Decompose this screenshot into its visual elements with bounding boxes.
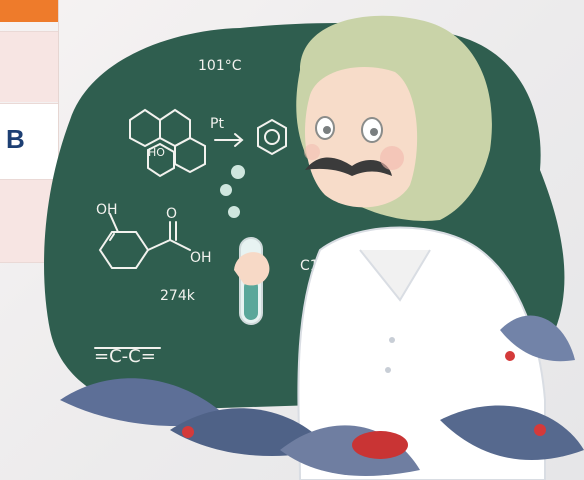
label-oh-right: OH bbox=[190, 250, 212, 266]
foreground-leaves bbox=[60, 315, 584, 476]
label-pt: Pt bbox=[210, 116, 224, 132]
label-o: O bbox=[166, 206, 177, 222]
label-ho: HO bbox=[148, 146, 165, 159]
table-header-cell bbox=[0, 0, 58, 22]
formula-temp: 101°C bbox=[198, 58, 242, 74]
mustache bbox=[305, 157, 392, 176]
label-oh-top: OH bbox=[96, 202, 118, 218]
table-cell-option-b[interactable] bbox=[0, 103, 58, 180]
formula-274k: 274k bbox=[160, 288, 196, 304]
formula-bond: =C-C= bbox=[94, 346, 156, 367]
option-letter: B bbox=[6, 124, 25, 154]
answer-table-fragment: B bbox=[0, 0, 59, 263]
table-cell[interactable] bbox=[0, 31, 58, 102]
chalk-drawings bbox=[94, 108, 287, 349]
